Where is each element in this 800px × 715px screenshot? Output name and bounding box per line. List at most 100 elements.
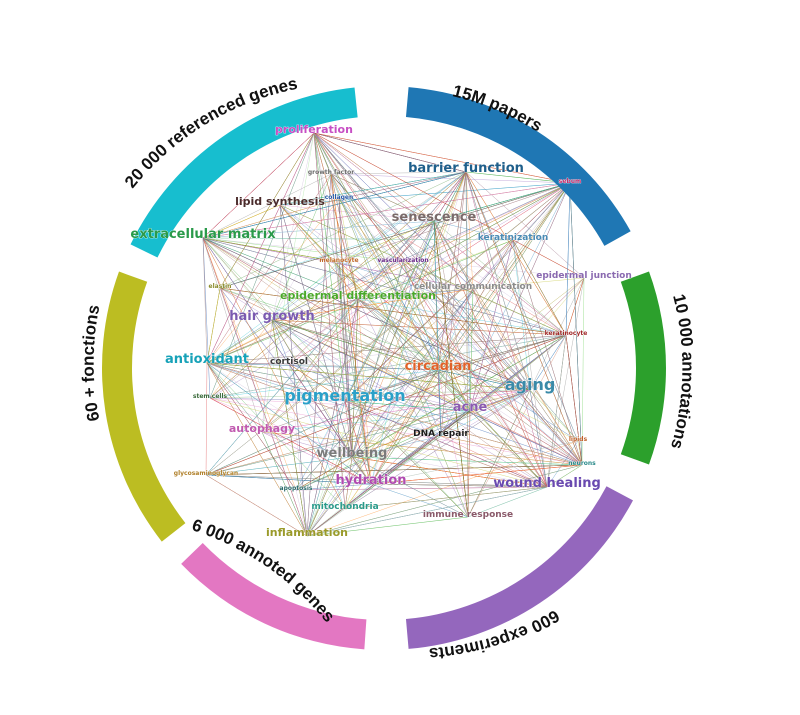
node-label-proliferation: proliferation [275, 123, 353, 136]
network-edge [440, 435, 583, 466]
network-edge [351, 277, 585, 458]
network-edge [202, 237, 211, 399]
network-edge [202, 237, 474, 290]
network-edge [465, 171, 548, 488]
network-edge [344, 369, 439, 510]
network-edge [261, 171, 467, 433]
node-label-cortisol: cortisol [270, 357, 308, 367]
network-edge [202, 237, 297, 491]
network-edge [313, 132, 474, 290]
network-edge [357, 298, 583, 466]
network-edge [344, 486, 548, 510]
network-edge [465, 171, 571, 184]
network-edge [205, 474, 308, 537]
network-edge [202, 237, 583, 466]
network-edge [370, 182, 571, 485]
node-label-melanocyte: melanocyte [319, 257, 358, 264]
node-label-collagen: collagen [325, 194, 353, 201]
network-edge [279, 204, 583, 466]
network-edge [205, 171, 467, 476]
node-label-extracellular-matrix: extracellular matrix [130, 227, 276, 242]
node-label-mitochondria: mitochondria [311, 502, 378, 512]
network-edge [206, 362, 346, 510]
network-edge [370, 334, 567, 485]
network-edge [209, 334, 567, 399]
network-edge [279, 204, 531, 391]
network-edge [295, 489, 308, 537]
node-label-autophagy: autophagy [229, 422, 295, 435]
network-edge [330, 173, 353, 458]
network-edge [529, 277, 585, 391]
network-edge [338, 261, 353, 458]
network-edge [437, 369, 579, 442]
network-edge [351, 456, 469, 518]
node-label-wound-healing: wound healing [493, 476, 601, 491]
network-edge [202, 171, 467, 239]
network-edge [357, 298, 439, 371]
network-edge [206, 287, 221, 364]
network-edge [288, 363, 583, 466]
network-edge [440, 171, 467, 437]
network-edge [338, 198, 439, 371]
network-edge [295, 483, 372, 491]
network-edge [402, 182, 571, 263]
network-edge [437, 369, 469, 518]
network-edge [351, 456, 548, 488]
network-edge [209, 397, 353, 458]
segment-label-annotations: 10 000 annotations [667, 292, 697, 451]
network-edge [295, 486, 548, 491]
network-edge [338, 198, 359, 300]
network-edge [271, 319, 439, 371]
network-edge [313, 132, 579, 442]
network-edge [271, 319, 290, 365]
network-edge [202, 132, 315, 239]
node-label-lipid-synthesis: lipid synthesis [235, 195, 325, 208]
node-label-antioxidant: antioxidant [165, 352, 249, 367]
network-edge [472, 182, 571, 290]
network-edge [206, 362, 583, 466]
segment-arc-papers [405, 87, 631, 246]
network-edge [206, 261, 404, 364]
network-edge [206, 239, 514, 364]
network-edge [437, 369, 583, 466]
network-edge [261, 389, 531, 433]
node-label-hair-growth: hair growth [229, 309, 315, 324]
network-edge [271, 288, 474, 321]
network-edge [465, 171, 469, 518]
network-edge [271, 319, 583, 466]
network-edge [219, 182, 571, 289]
node-label-epidermal-junction: epidermal junction [536, 271, 632, 281]
network-edge [306, 440, 579, 537]
network-edge [306, 483, 372, 537]
network-edge [437, 171, 467, 371]
network-edge [370, 483, 548, 488]
network-edge [338, 171, 467, 263]
node-label-epidermal-differentiation: epidermal differentiation [280, 289, 436, 302]
network-edge [512, 239, 583, 466]
network-edge [279, 171, 467, 206]
network-edge [206, 319, 273, 364]
network-edge [467, 486, 548, 518]
node-label-lipids: lipids [569, 436, 588, 443]
network-edge [344, 334, 567, 402]
network-edge [433, 220, 471, 412]
network-edge [313, 132, 567, 336]
network-edge [433, 182, 571, 222]
network-edge [271, 171, 467, 321]
network-edge [437, 369, 471, 412]
network-edge [279, 204, 353, 458]
node-label-immune-response: immune response [423, 510, 513, 520]
network-edge [209, 397, 372, 485]
network-edge [219, 287, 583, 466]
node-label-keratinization: keratinization [478, 233, 549, 243]
network-edge [469, 288, 474, 412]
network-edge [469, 389, 531, 412]
network-edge [209, 389, 531, 399]
network-edge [206, 362, 372, 485]
network-edge [357, 298, 531, 391]
network-edge [469, 182, 571, 412]
network-edge [437, 334, 567, 371]
network-edge [279, 182, 571, 206]
node-label-circadian: circadian [405, 359, 472, 374]
network-edge [288, 363, 346, 402]
